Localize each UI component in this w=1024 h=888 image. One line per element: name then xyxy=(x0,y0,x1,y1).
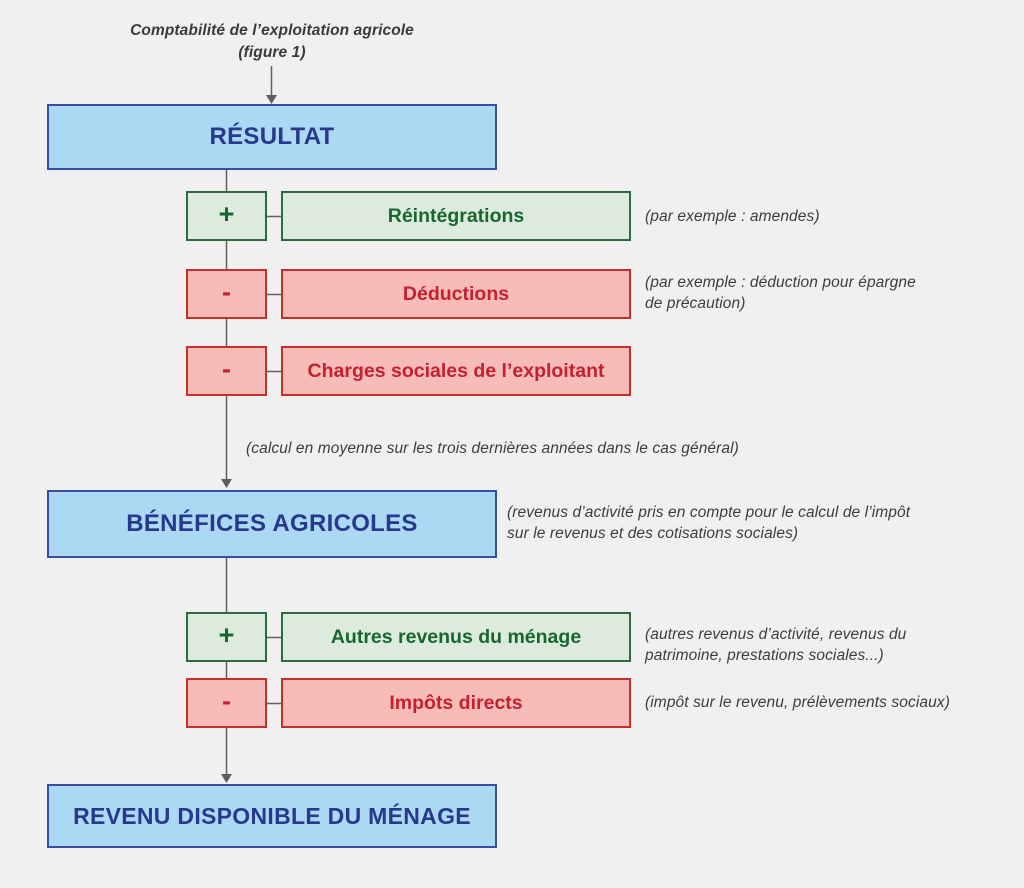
minus-sign-box-charges-sociales: - xyxy=(186,346,267,396)
diagram-title: Comptabilité de l’exploitation agricole … xyxy=(46,20,498,64)
node-benefices-agricoles: BÉNÉFICES AGRICOLES xyxy=(47,490,497,558)
note-calcul-moyenne: (calcul en moyenne sur les trois dernièr… xyxy=(246,440,739,457)
operation-reintegrations: Réintégrations xyxy=(281,191,631,241)
diagram-title-line1: Comptabilité de l’exploitation agricole xyxy=(130,22,414,39)
note-impots-directs: (impôt sur le revenu, prélèvements socia… xyxy=(645,694,950,711)
operation-autres-revenus: Autres revenus du ménage xyxy=(281,612,631,662)
operation-deductions: Déductions xyxy=(281,269,631,319)
minus-sign-box-impots-directs: - xyxy=(186,678,267,728)
node-revenu-disponible: REVENU DISPONIBLE DU MÉNAGE xyxy=(47,784,497,848)
node-resultat: RÉSULTAT xyxy=(47,104,497,170)
note-reintegrations: (par exemple : amendes) xyxy=(645,208,820,225)
diagram-title-line2: (figure 1) xyxy=(238,44,306,61)
arrowhead-benefices xyxy=(221,479,232,488)
note-deductions: (par exemple : déduction pour épargne de… xyxy=(645,274,916,313)
operation-charges-sociales: Charges sociales de l’exploitant xyxy=(281,346,631,396)
note-autres-revenus: (autres revenus d’activité, revenus du p… xyxy=(645,626,907,665)
arrowhead-resultat xyxy=(266,95,277,104)
minus-sign-box-deductions: - xyxy=(186,269,267,319)
note-benefices-agricoles: (revenus d’activité pris en compte pour … xyxy=(507,504,911,543)
plus-sign-box-reintegrations: + xyxy=(186,191,267,241)
arrowhead-revenu xyxy=(221,774,232,783)
plus-sign-box-autres-revenus: + xyxy=(186,612,267,662)
operation-impots-directs: Impôts directs xyxy=(281,678,631,728)
